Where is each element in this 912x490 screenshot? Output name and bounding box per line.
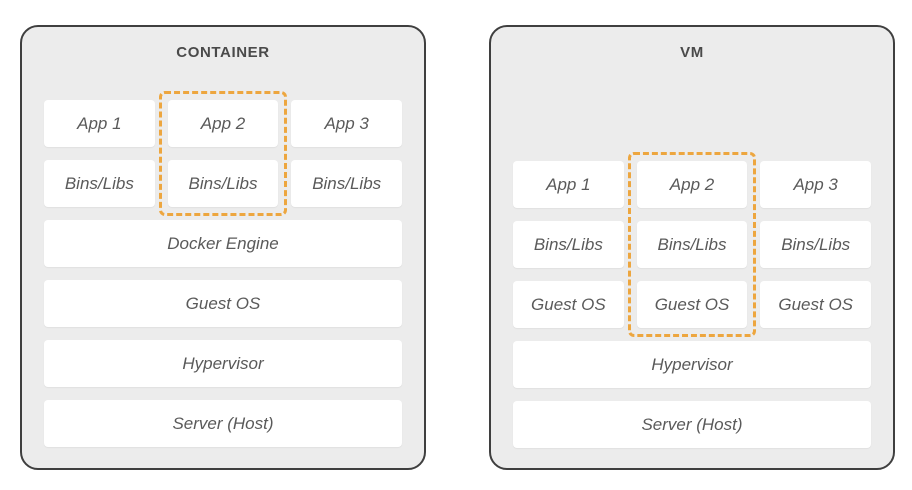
container-hypervisor-box: Hypervisor <box>44 340 402 387</box>
vm-panel: VM App 1 App 2 App 3 Bins/Libs Bins/Libs… <box>489 25 895 470</box>
container-app3-box: App 3 <box>291 100 403 147</box>
container-guest-os-row: Guest OS <box>44 280 402 327</box>
vm-hypervisor-box: Hypervisor <box>513 341 871 388</box>
container-binslibs3-box: Bins/Libs <box>291 160 403 207</box>
vm-binslibs2-box: Bins/Libs <box>636 221 748 268</box>
vm-server-host-box: Server (Host) <box>513 401 871 448</box>
container-hypervisor-row: Hypervisor <box>44 340 402 387</box>
container-apps-row: App 1 App 2 App 3 <box>44 100 403 147</box>
vm-server-host-row: Server (Host) <box>513 401 871 448</box>
vm-guest-os2-box: Guest OS <box>636 281 748 328</box>
vm-app2-box: App 2 <box>636 161 748 208</box>
container-app1-box: App 1 <box>44 100 155 147</box>
vm-hypervisor-row: Hypervisor <box>513 341 871 388</box>
container-server-host-row: Server (Host) <box>44 400 402 447</box>
vm-binslibs3-box: Bins/Libs <box>760 221 872 268</box>
container-app2-box: App 2 <box>167 100 279 147</box>
vm-binslibs1-box: Bins/Libs <box>513 221 624 268</box>
container-guest-os-box: Guest OS <box>44 280 402 327</box>
vm-panel-title: VM <box>680 44 704 61</box>
vm-bins-row: Bins/Libs Bins/Libs Bins/Libs <box>513 221 872 268</box>
container-docker-engine-row: Docker Engine <box>44 220 402 267</box>
vm-guest-os1-box: Guest OS <box>513 281 624 328</box>
vm-guest-os3-box: Guest OS <box>760 281 872 328</box>
container-binslibs2-box: Bins/Libs <box>167 160 279 207</box>
container-server-host-box: Server (Host) <box>44 400 402 447</box>
vm-guest-os-row: Guest OS Guest OS Guest OS <box>513 281 872 328</box>
vm-apps-row: App 1 App 2 App 3 <box>513 161 872 208</box>
container-bins-row: Bins/Libs Bins/Libs Bins/Libs <box>44 160 403 207</box>
vm-app1-box: App 1 <box>513 161 624 208</box>
container-panel-title: CONTAINER <box>176 44 270 61</box>
container-binslibs1-box: Bins/Libs <box>44 160 155 207</box>
container-panel: CONTAINER App 1 App 2 App 3 Bins/Libs Bi… <box>20 25 426 470</box>
vm-app3-box: App 3 <box>760 161 872 208</box>
docker-engine-box: Docker Engine <box>44 220 402 267</box>
